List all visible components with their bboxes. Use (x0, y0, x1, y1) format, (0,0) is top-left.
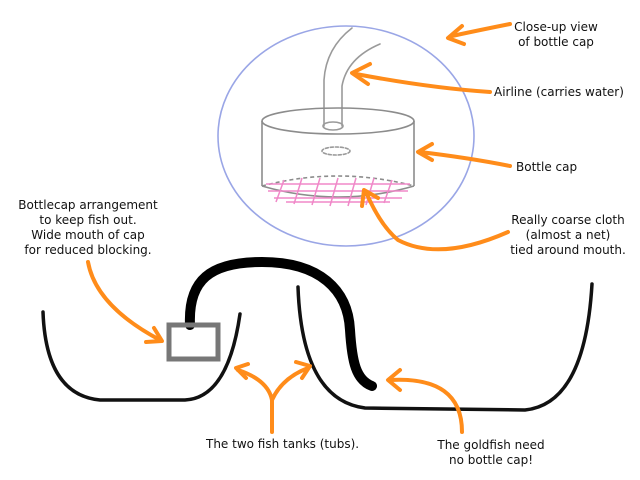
label-cloth-line3: tied around mouth. (510, 243, 626, 257)
arrow-closeup (450, 22, 512, 38)
hose (184, 256, 377, 391)
bottle-cap-in-tub (166, 322, 221, 362)
label-cloth-line2: (almost a net) (525, 228, 611, 242)
label-tanks: The two fish tanks (tubs). (206, 437, 360, 451)
left-tub (41, 310, 242, 402)
label-goldfish-line2: no bottle cap! (448, 453, 534, 467)
label-airline: Airline (carries water) (494, 85, 624, 99)
label-arrangement-line1: Bottlecap arrangement (18, 198, 158, 212)
annotation-arrows (86, 22, 512, 434)
label-goldfish: The goldfish need no bottle cap! (426, 438, 556, 468)
arrow-bottle-cap (418, 150, 512, 168)
label-arrangement-line3: Wide mouth of cap (31, 228, 145, 242)
closeup-airline (321, 27, 381, 156)
label-bottle-cap: Bottle cap (516, 160, 578, 174)
label-closeup-line1: Close-up view (514, 20, 598, 34)
label-cloth-line1: Really coarse cloth (511, 213, 625, 227)
label-arrangement: Bottlecap arrangement to keep fish out. … (10, 198, 166, 258)
arrow-tanks (236, 368, 274, 434)
arrow-cloth (364, 190, 510, 252)
label-arrangement-line2: to keep fish out. (39, 213, 137, 227)
label-arrangement-line4: for reduced blocking. (24, 243, 152, 257)
arrow-arrangement (86, 260, 162, 342)
label-closeup: Close-up view of bottle cap (506, 20, 606, 50)
label-cloth: Really coarse cloth (almost a net) tied … (503, 213, 633, 258)
arrow-goldfish (388, 377, 464, 434)
arrow-airline (354, 72, 492, 94)
right-tub (296, 282, 594, 412)
label-goldfish-line1: The goldfish need (437, 438, 545, 452)
label-closeup-line2: of bottle cap (518, 35, 594, 49)
closeup-circle (217, 25, 475, 247)
